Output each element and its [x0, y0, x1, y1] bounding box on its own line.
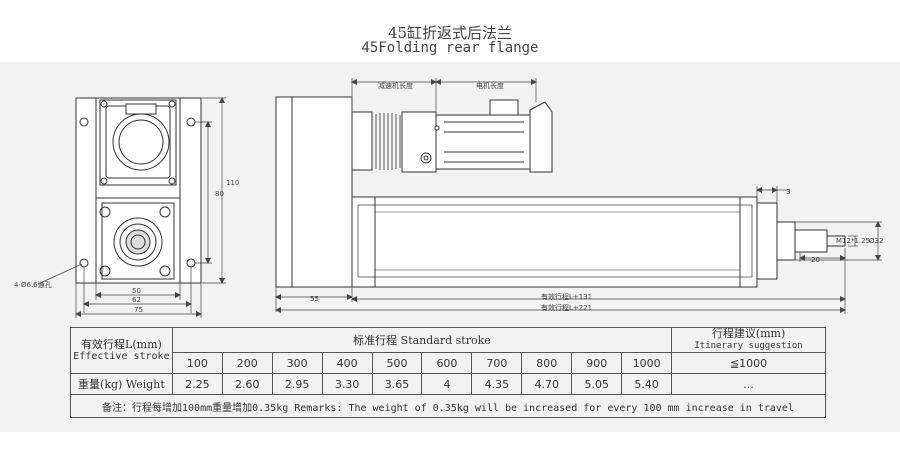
thread-label: M12*1.25: [836, 237, 870, 245]
weight-itinerary: ...: [671, 373, 826, 395]
remark-row: 备注：行程每增加100mm重量增加0.35kg Remarks: The wei…: [70, 394, 826, 418]
weight-cell: 3.65: [371, 373, 423, 395]
weight-cell: 4.35: [471, 373, 523, 395]
itinerary-value: ≦1000: [671, 352, 826, 374]
flange-end-view: [75, 97, 202, 284]
title-chinese: 45缸折返式后法兰: [387, 24, 513, 42]
side-dimensions: [275, 78, 882, 314]
flange-dimensions: [37, 97, 226, 318]
stroke-cell: 700: [471, 352, 523, 374]
effective-stroke-header: 有效行程L(mm) Effective stroke: [70, 327, 173, 374]
dim-62-label: 62: [132, 296, 141, 304]
weight-row: 重量(kg) Weight 2.25 2.60 2.95 3.30 3.65 4…: [70, 373, 826, 395]
stroke-221-label: 有效行程L+221: [541, 303, 592, 312]
reducer-length-label: 减速机长度: [378, 81, 413, 90]
stroke-cell: 300: [271, 352, 323, 374]
remark-text: 备注：行程每增加100mm重量增加0.35kg Remarks: The wei…: [70, 394, 826, 418]
weight-label: 重量(kg) Weight: [70, 373, 173, 395]
stroke-cell: 500: [371, 352, 423, 374]
stroke-cell: 100: [171, 352, 223, 374]
stroke-values-row: 100 200 300 400 500 600 700 800 900 1000…: [71, 352, 826, 374]
weight-cell: 5.40: [621, 373, 673, 395]
stroke-cell: 800: [521, 352, 573, 374]
stroke-cell: 600: [421, 352, 473, 374]
table-header-row: 有效行程L(mm) Effective stroke 标准行程 Standard…: [70, 327, 826, 374]
actuator-side-view: [275, 96, 846, 288]
dim-110-label: 110: [226, 179, 239, 187]
weight-cell: 4.70: [521, 373, 573, 395]
itinerary-header: 行程建议(mm) Itinerary suggestion: [671, 327, 826, 353]
dim-20-label: 20: [811, 256, 820, 264]
title-english: 45Folding rear flange: [361, 40, 539, 56]
stroke-cell: 900: [571, 352, 623, 374]
standard-stroke-header: 标准行程 Standard stroke: [171, 327, 673, 353]
stroke-cell: 400: [321, 352, 373, 374]
dim-55-label: 55: [310, 295, 319, 303]
hole-callout-label: 4-Ø6.6通孔: [14, 280, 52, 289]
dim-50-label: 50: [132, 287, 141, 295]
stroke-cell: 1000: [621, 352, 673, 374]
weight-cell: 4: [421, 373, 473, 395]
weight-cell: 2.95: [271, 373, 323, 395]
motor-length-label: 电机长度: [476, 81, 504, 90]
weight-cell: 2.60: [221, 373, 273, 395]
stroke-131-label: 有效行程L+131: [541, 292, 592, 301]
weight-cell: 3.30: [321, 373, 373, 395]
diameter-label: Ø32: [869, 237, 883, 245]
dim-80-label: 80: [215, 190, 224, 198]
dim-75-label: 75: [134, 306, 143, 314]
stroke-cell: 200: [221, 352, 273, 374]
weight-cell: 2.25: [171, 373, 223, 395]
dim-3-label: 3: [786, 188, 790, 196]
weight-cell: 5.05: [571, 373, 623, 395]
stroke-weight-table: 有效行程L(mm) Effective stroke 标准行程 Standard…: [70, 327, 826, 418]
